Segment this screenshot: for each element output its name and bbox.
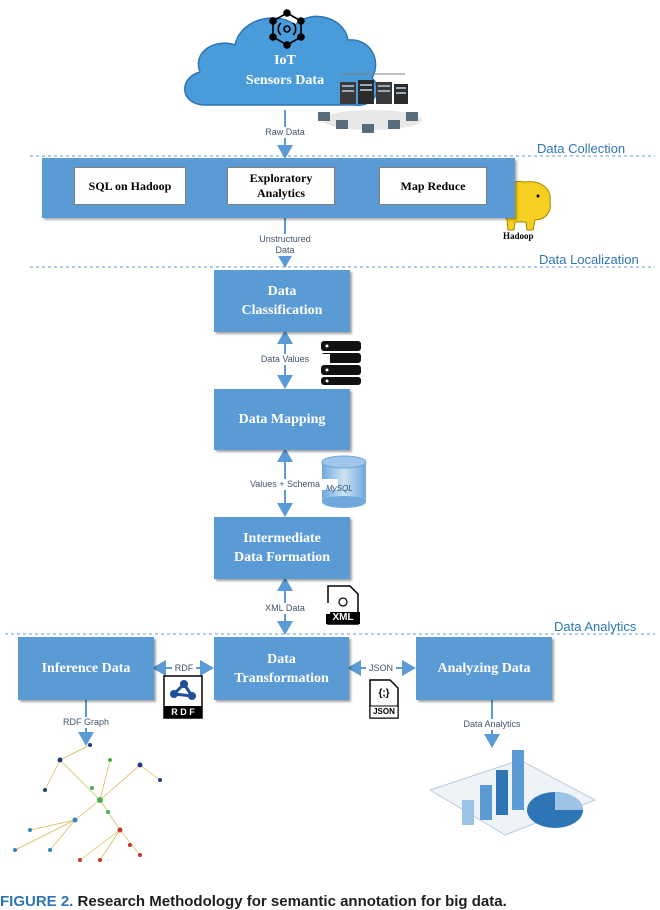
xml-file-icon bbox=[326, 585, 360, 625]
iot-sensor-icon bbox=[269, 9, 305, 49]
rdf-icon-label: R D F bbox=[171, 707, 195, 717]
mysql-label: MySQL bbox=[326, 484, 353, 493]
json-icon-label: JSON bbox=[373, 707, 395, 716]
edge-label-raw-data: Raw Data bbox=[245, 127, 325, 138]
edge-label-data-values: Data Values bbox=[240, 354, 330, 365]
edge-label-json: JSON bbox=[366, 663, 396, 674]
edge-label-data-analytics: Data Analytics bbox=[450, 719, 534, 730]
data-transformation-node[interactable]: Data Transformation bbox=[214, 637, 349, 700]
section-data-localization: Data Localization bbox=[539, 252, 639, 267]
edge-label-unstructured: Unstructured Data bbox=[235, 234, 335, 256]
section-data-analytics: Data Analytics bbox=[554, 619, 637, 634]
sql-on-hadoop-box[interactable]: SQL on Hadoop bbox=[74, 167, 186, 205]
inference-data-node[interactable]: Inference Data bbox=[18, 637, 154, 700]
section-data-collection: Data Collection bbox=[537, 141, 626, 156]
edge-label-xml-data: XML Data bbox=[240, 603, 330, 614]
json-icon-braces: {;} bbox=[378, 688, 390, 699]
json-file-icon bbox=[369, 679, 399, 719]
mysql-database-icon bbox=[321, 455, 367, 508]
exploratory-analytics-box[interactable]: Exploratory Analytics bbox=[227, 167, 335, 205]
server-stack-icon bbox=[321, 341, 361, 385]
xml-icon-label: XML bbox=[332, 612, 354, 623]
analyzing-data-node[interactable]: Analyzing Data bbox=[416, 637, 552, 700]
intermediate-data-formation-node[interactable]: Intermediate Data Formation bbox=[214, 517, 350, 579]
analytics-chart-image bbox=[428, 750, 597, 836]
server-network-icon bbox=[318, 73, 422, 133]
cloud-subtitle: Sensors Data bbox=[245, 73, 325, 88]
edge-label-rdf: RDF bbox=[172, 663, 196, 674]
figure-caption-label: FIGURE 2. bbox=[0, 893, 74, 910]
rdf-icon bbox=[163, 675, 203, 719]
figure-caption-text: Research Methodology for semantic annota… bbox=[77, 893, 507, 910]
edge-label-values-schema: Values + Schema bbox=[232, 479, 338, 490]
hadoop-logo-text: Hadoop bbox=[503, 231, 534, 241]
map-reduce-box[interactable]: Map Reduce bbox=[379, 167, 487, 205]
cloud-title: IoT bbox=[274, 53, 296, 68]
figure-caption: FIGURE 2. Research Methodology for seman… bbox=[0, 893, 507, 910]
data-classification-node[interactable]: Data Classification bbox=[214, 270, 350, 332]
data-mapping-node[interactable]: Data Mapping bbox=[214, 389, 350, 450]
rdf-graph-network bbox=[13, 743, 162, 862]
edge-label-rdf-graph: RDF Graph bbox=[50, 717, 122, 728]
